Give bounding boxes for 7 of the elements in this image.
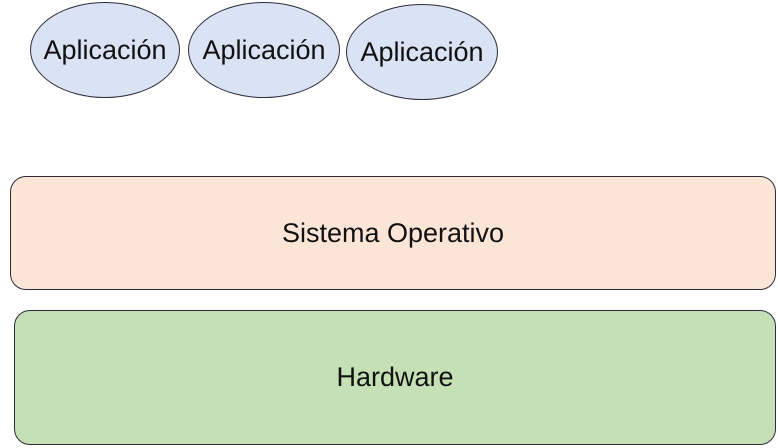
layer-box	[10, 176, 776, 290]
node-label: Sistema Operativo	[282, 218, 504, 248]
node-label: Hardware	[336, 362, 454, 393]
node-label: Aplicación	[202, 34, 326, 66]
node-label: Aplicación	[360, 36, 484, 68]
node-label: Aplicación	[43, 34, 167, 66]
layer-box	[14, 310, 776, 445]
